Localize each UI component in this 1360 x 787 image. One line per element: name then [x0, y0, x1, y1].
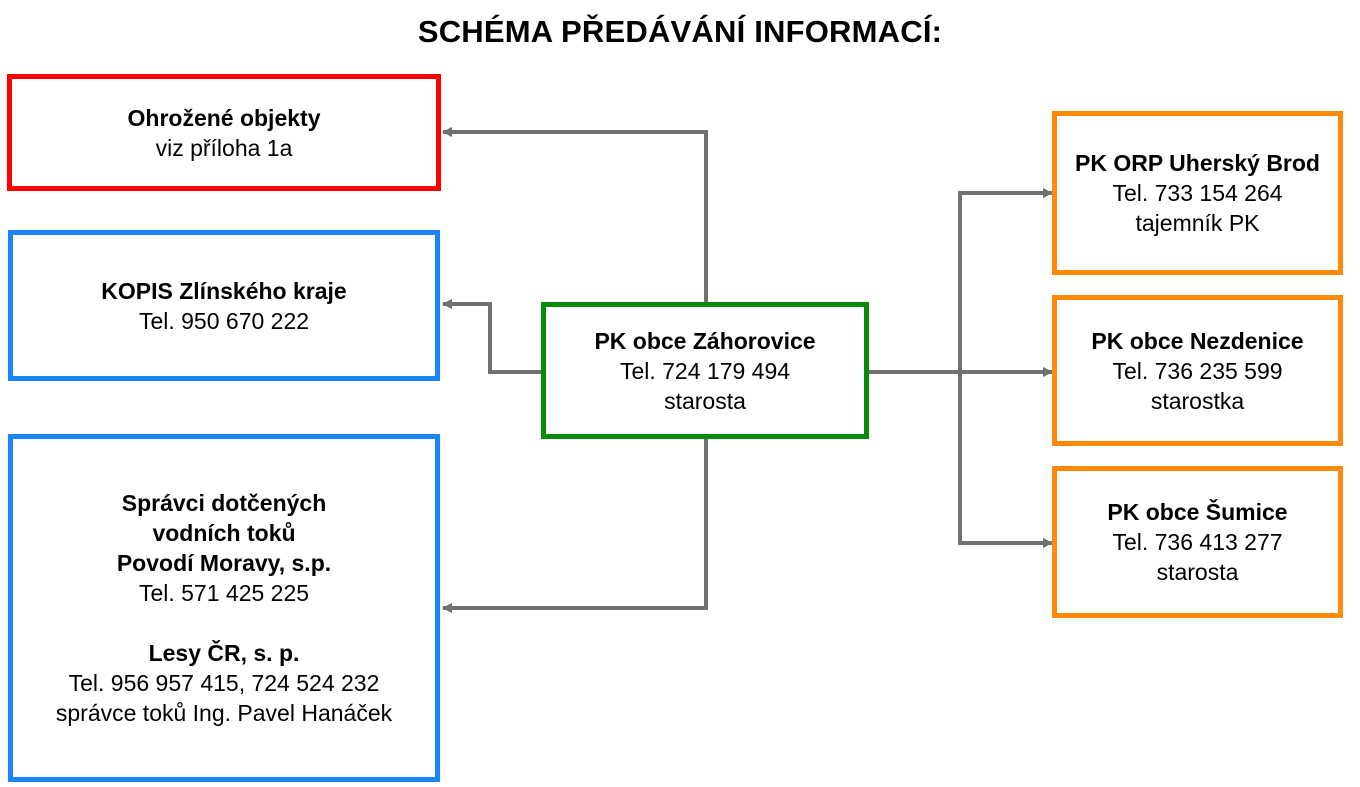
- arrow-to-threatened: [442, 127, 708, 303]
- arrow-to-sumice: [958, 372, 1053, 548]
- threatened-objects-box: Ohrožené objekty viz příloha 1a: [7, 74, 441, 191]
- center-role: starosta: [664, 387, 746, 414]
- lesy-cr-name: Lesy ČR, s. p.: [148, 640, 300, 666]
- nezdenice-box: PK obce Nezdenice Tel. 736 235 599 staro…: [1052, 295, 1343, 446]
- sumice-title: PK obce Šumice: [1107, 499, 1288, 525]
- povodi-moravy-name: Povodí Moravy, s.p.: [116, 550, 332, 576]
- threatened-objects-title: Ohrožené objekty: [127, 104, 321, 131]
- center-phone: Tel. 724 179 494: [619, 357, 791, 384]
- lesy-cr-manager: správce toků Ing. Pavel Hanáček: [55, 700, 393, 726]
- orp-box: PK ORP Uherský Brod Tel. 733 154 264 taj…: [1052, 111, 1343, 275]
- sumice-role: starosta: [1156, 559, 1239, 585]
- threatened-objects-note: viz příloha 1a: [155, 134, 293, 161]
- watercourse-managers-title-line2: vodních toků: [152, 520, 296, 546]
- watercourse-managers-box: Správci dotčených vodních toků Povodí Mo…: [8, 434, 440, 782]
- arrow-to-kopis: [442, 299, 543, 374]
- povodi-moravy-phone: Tel. 571 425 225: [138, 580, 310, 606]
- center-box: PK obce Záhorovice Tel. 724 179 494 star…: [541, 302, 869, 439]
- diagram-title: SCHÉMA PŘEDÁVÁNÍ INFORMACÍ:: [417, 14, 943, 49]
- sumice-phone: Tel. 736 413 277: [1112, 529, 1283, 555]
- watercourse-managers-title-line1: Správci dotčených: [121, 490, 327, 516]
- arrow-to-orp: [958, 188, 1053, 372]
- orp-role: tajemník PK: [1135, 210, 1260, 236]
- arrow-to-watercourses: [442, 438, 708, 613]
- sumice-box: PK obce Šumice Tel. 736 413 277 starosta: [1052, 466, 1343, 618]
- kopis-phone: Tel. 950 670 222: [138, 307, 310, 334]
- nezdenice-role: starostka: [1150, 387, 1245, 414]
- kopis-title: KOPIS Zlínského kraje: [101, 277, 347, 304]
- orp-phone: Tel. 733 154 264: [1112, 180, 1283, 206]
- center-title: PK obce Záhorovice: [594, 327, 816, 354]
- nezdenice-phone: Tel. 736 235 599: [1112, 357, 1283, 384]
- orp-title: PK ORP Uherský Brod: [1075, 150, 1320, 176]
- lesy-cr-phone: Tel. 956 957 415, 724 524 232: [68, 670, 380, 696]
- kopis-box: KOPIS Zlínského kraje Tel. 950 670 222: [8, 230, 440, 381]
- nezdenice-title: PK obce Nezdenice: [1091, 327, 1304, 354]
